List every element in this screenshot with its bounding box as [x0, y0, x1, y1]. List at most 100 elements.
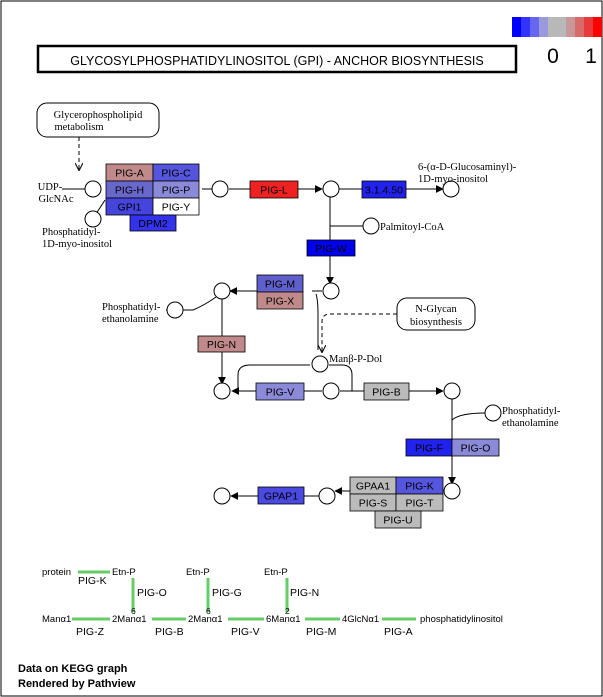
- gene-label-gpap1: GPAP1: [264, 491, 298, 503]
- gene-label-dpm2: DPM2: [138, 218, 167, 230]
- compound-node[interactable]: [443, 482, 461, 500]
- legend-max-label: 1: [585, 45, 597, 68]
- gene-label-pig-m: PIG-M: [265, 279, 295, 291]
- gene-box-dpm2[interactable]: [129, 214, 177, 232]
- compound-node[interactable]: [213, 487, 231, 505]
- map-glycerophospholipid[interactable]: [36, 102, 160, 138]
- structure-link-6b: 6: [206, 606, 211, 616]
- structure-pi: phosphatidylinositol: [420, 614, 503, 625]
- structure-glcn: 4GlcNα1: [342, 614, 379, 625]
- structure-man2: 2Manα1: [112, 614, 147, 625]
- compound-pe-left-line1: Phosphatidyl-: [102, 302, 161, 313]
- structure-etn-p-2: Etn-P: [186, 567, 210, 578]
- compound-phosphatidyl-inositol-node[interactable]: [84, 210, 102, 228]
- legend-swatch: [539, 17, 548, 37]
- compound-node[interactable]: [443, 382, 461, 400]
- compound-node[interactable]: [322, 382, 340, 400]
- map-nglycan-line2: biosynthesis: [410, 317, 462, 328]
- gene-box-gpap1[interactable]: [257, 486, 305, 505]
- legend-swatches: [512, 17, 602, 37]
- structure-etn-p-1: Etn-P: [112, 567, 136, 578]
- structure-etn-p-3: Etn-P: [264, 567, 288, 578]
- gene-label-pig-f: PIG-F: [415, 443, 443, 455]
- compound-man-p-dol-label: Manβ-P-Dol: [329, 354, 382, 365]
- structure-link-2: 2: [285, 606, 290, 616]
- gene-label-pig-o: PIG-O: [461, 443, 491, 455]
- gene-box-pig-x[interactable]: [256, 291, 304, 310]
- legend-swatch: [548, 17, 557, 37]
- compound-pe-right-line1: Phosphatidyl-: [502, 406, 561, 417]
- compound-pe-left-line2: ethanolamine: [102, 314, 159, 325]
- gene-label-pig-y: PIG-Y: [162, 202, 191, 214]
- gene-label-pig-x: PIG-X: [266, 296, 295, 308]
- gene-label-3-1-4-50: 3.1.4.50: [365, 185, 403, 197]
- gene-box-3-1-4-50[interactable]: [361, 180, 407, 199]
- compound-node[interactable]: [322, 282, 340, 300]
- gene-box-pig-n[interactable]: [197, 335, 246, 353]
- gene-label-pig-p: PIG-P: [162, 185, 191, 197]
- legend-swatch: [593, 17, 602, 37]
- legend-swatch: [566, 17, 575, 37]
- legend-swatch: [575, 17, 584, 37]
- gene-label-pig-h: PIG-H: [115, 185, 144, 197]
- gene-box-pig-o[interactable]: [451, 438, 500, 457]
- structure-pig-m: PIG-M: [306, 626, 336, 638]
- structure-pig-z: PIG-Z: [76, 626, 105, 638]
- compound-man-p-dol-node[interactable]: [311, 355, 329, 373]
- compound-node[interactable]: [322, 180, 340, 198]
- compound-phosphatidyl-inositol-line1: Phosphatidyl-: [42, 227, 101, 238]
- compound-nodes: [84, 180, 502, 505]
- compound-udp-glcnac-node[interactable]: [84, 180, 102, 198]
- structure-pig-o: PIG-O: [137, 587, 167, 599]
- gene-label-pig-b: PIG-B: [372, 387, 401, 399]
- compound-pe-right-node[interactable]: [484, 404, 502, 422]
- gene-label-pig-s: PIG-S: [359, 498, 388, 510]
- structure-pig-n: PIG-N: [290, 587, 319, 599]
- structure-pig-g: PIG-G: [212, 587, 242, 599]
- legend-swatch: [530, 17, 539, 37]
- legend-swatch: [521, 17, 530, 37]
- gene-box-pig-v[interactable]: [255, 382, 305, 401]
- gpi-structure-diagram: protein Etn-P Etn-P Etn-P PIG-K PIG-O PI…: [42, 567, 503, 638]
- title-box: [36, 44, 518, 74]
- legend-swatch: [557, 17, 566, 37]
- compound-pe-left-node[interactable]: [166, 301, 184, 319]
- compound-glucosaminyl-line2: 1D-myo-inositol: [418, 174, 488, 185]
- gene-label-pig-v: PIG-V: [266, 387, 295, 399]
- structure-pig-b: PIG-B: [155, 626, 184, 638]
- compound-udp-glcnac-line2: GlcNAc: [39, 194, 74, 205]
- compound-palmitoyl-coa-node[interactable]: [362, 217, 380, 235]
- color-legend: 0 1: [512, 17, 602, 68]
- credit-line-2: Rendered by Pathview: [18, 678, 136, 690]
- compound-palmitoyl-coa-label: Palmitoyl-CoA: [380, 222, 445, 233]
- gene-label-pig-w: PIG-W: [315, 243, 347, 255]
- map-glycerophospholipid-line2: metabolism: [55, 122, 104, 133]
- gene-box-pig-w[interactable]: [306, 239, 356, 257]
- gene-label-gpaa1: GPAA1: [356, 481, 390, 493]
- compound-node[interactable]: [213, 382, 231, 400]
- structure-man3: 2Manα1: [188, 614, 223, 625]
- structure-pig-k: PIG-K: [78, 575, 107, 587]
- gene-label-pig-a: PIG-A: [115, 168, 144, 180]
- gene-label-pig-n: PIG-N: [207, 339, 236, 351]
- compound-phosphatidyl-inositol-line2: 1D-myo-inositol: [42, 239, 112, 250]
- gene-box-pig-b[interactable]: [363, 382, 410, 401]
- page-title: GLYCOSYLPHOSPHATIDYLINOSITOL (GPI) - ANC…: [70, 54, 484, 68]
- compound-node[interactable]: [213, 282, 231, 300]
- gene-label-pig-l: PIG-L: [260, 185, 288, 197]
- compound-node[interactable]: [211, 180, 229, 198]
- structure-pig-a: PIG-A: [384, 626, 413, 638]
- structure-pig-v: PIG-V: [231, 626, 260, 638]
- map-glycerophospholipid-line1: Glycerophospholipid: [54, 110, 143, 121]
- gene-box-pig-u[interactable]: [374, 510, 422, 529]
- compound-glucosaminyl-node[interactable]: [442, 180, 460, 198]
- gene-box-pig-l[interactable]: [249, 180, 299, 199]
- gene-label-gpi1: GPI1: [118, 202, 142, 214]
- structure-man1: Manα1: [42, 614, 71, 625]
- compound-node[interactable]: [318, 487, 336, 505]
- legend-swatch: [512, 17, 521, 37]
- structure-man4: 6Manα1: [266, 614, 301, 625]
- gene-label-pig-t: PIG-T: [406, 498, 435, 510]
